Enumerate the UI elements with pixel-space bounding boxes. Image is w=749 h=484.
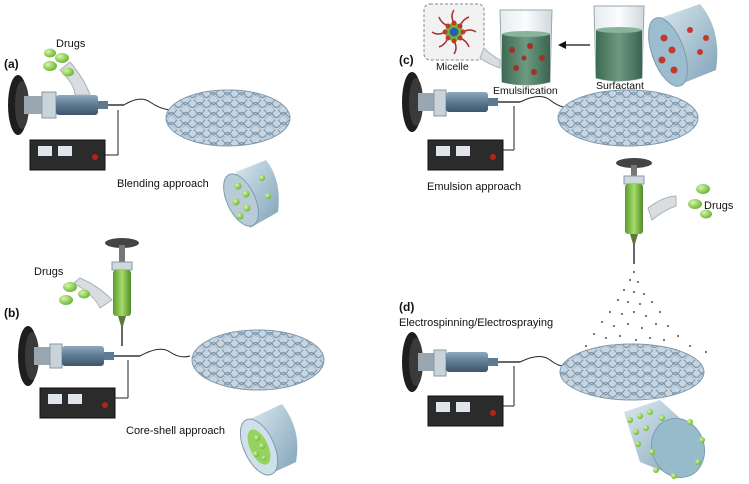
power-supply-d [427,366,515,427]
beaker-emulsification [499,9,553,86]
panel-a [8,48,291,228]
caption-d: Electrospinning/Electrospraying [399,317,554,329]
fiber-mat-a [165,89,291,147]
panel-c [402,3,718,171]
syringe-a [41,91,171,119]
fiber-cylinder-a [223,160,279,228]
fiber-cylinder-b [239,404,298,476]
syringe-b-vertical [105,238,139,346]
syringe-d-vertical [616,158,652,264]
fiber-mat-c [557,89,699,147]
caption-c: Emulsion approach [427,181,522,193]
fiber-cylinder-c [648,4,718,87]
drug-funnel-d [647,195,677,221]
fiber-cylinder-d [624,400,705,479]
panel-a-label: (a) [4,57,19,71]
power-supply-b [39,360,129,419]
panel-b [18,238,325,476]
micelle-label: Micelle [436,61,469,73]
panel-d [402,158,712,479]
collector-a [8,75,44,135]
panel-b-label: (b) [4,306,20,320]
syringe-b-horizontal [49,343,191,369]
fiber-mat-b [191,329,325,391]
drug-particles-d [688,184,712,219]
collector-d [402,332,436,392]
power-supply-c [427,106,515,171]
emulsification-label: Emulsification [493,85,558,97]
arrow-surfactant-to-emulsion [558,41,590,49]
beaker-surfactant [593,5,645,82]
power-supply-a [29,110,119,171]
panel-d-label: (d) [399,300,415,314]
syringe-c [433,89,571,117]
collector-c [402,72,436,132]
drug-particles-a [43,48,74,77]
caption-b: Core-shell approach [126,425,226,437]
collector-b [18,326,54,386]
drug-funnel-a [59,61,91,96]
drug-label-d: Drugs [704,200,734,212]
drug-label-b: Drugs [34,266,64,278]
fiber-mat-d [559,343,705,401]
surfactant-label: Surfactant [596,80,644,92]
micelle-box [423,3,485,61]
panel-c-label: (c) [399,53,414,67]
drug-label-a: Drugs [56,38,86,50]
drug-particles-b [59,282,90,305]
caption-a: Blending approach [117,178,209,190]
micelle-callout [479,47,501,69]
syringe-d-horizontal [433,349,571,377]
